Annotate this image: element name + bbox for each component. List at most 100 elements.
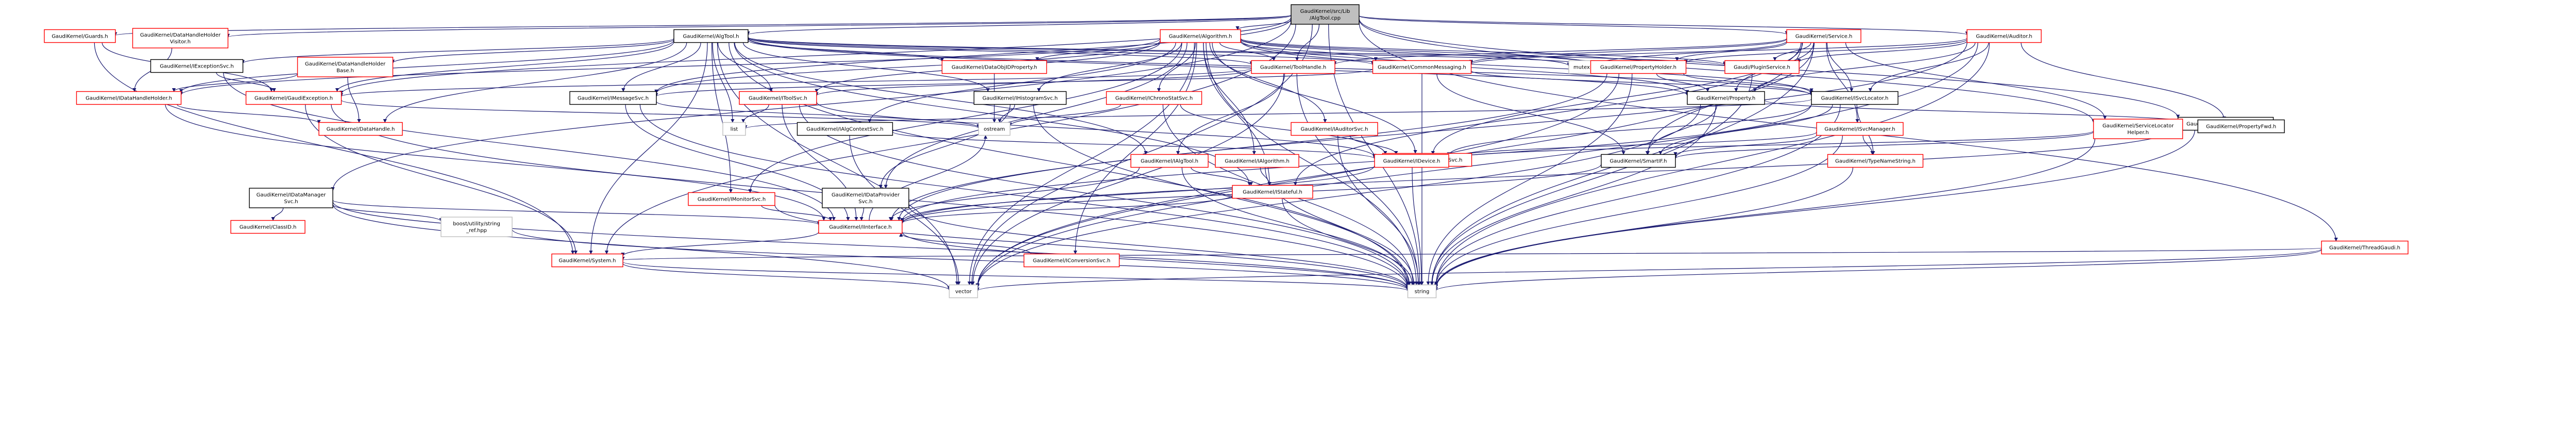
edge-istateful-to-string: [1282, 198, 1414, 286]
graph-node-iinterface[interactable]: GaudiKernel/IInterface.h: [818, 220, 903, 234]
node-label: GaudiKernel/IAlgTool.h: [1141, 159, 1198, 164]
graph-node-isystem[interactable]: GaudiKernel/System.h: [551, 253, 623, 268]
graph-node-ialgorithm[interactable]: GaudiKernel/IAlgorithm.h: [1215, 154, 1299, 168]
node-label: GaudiKernel/ThreadGaudi.h: [2329, 245, 2400, 251]
graph-node-mutex[interactable]: mutex: [1568, 60, 1595, 74]
graph-node-istateful[interactable]: GaudiKernel/IStateful.h: [1232, 185, 1313, 199]
graph-node-string[interactable]: string: [1407, 284, 1437, 299]
graph-node-ialgctx[interactable]: GaudiKernel/IAlgContextSvc.h: [796, 122, 893, 136]
edge-algtoolh-to-ihistosvc: [742, 42, 990, 92]
node-box: [1215, 154, 1299, 168]
node-label: boost/utility/string: [453, 221, 500, 227]
graph-node-algtoolh[interactable]: GaudiKernel/AlgTool.h: [673, 29, 749, 43]
graph-node-root[interactable]: GaudiKernel/src/Lib/AlgTool.cpp: [1291, 4, 1360, 25]
edge-idhh-to-datahandle: [177, 104, 321, 124]
edge-algorithmh-to-vector: [968, 42, 1195, 286]
nodes-layer: GaudiKernel/src/Lib/AlgTool.cppGaudiKern…: [44, 4, 2409, 299]
edge-prophold-to-isvclocator: [1683, 73, 1814, 92]
node-box: [1130, 154, 1209, 168]
edge-iauditorsvc-to-idevice: [1349, 135, 1398, 155]
graph-node-iauditorsvc[interactable]: GaudiKernel/IAuditorSvc.h: [1291, 122, 1378, 136]
node-box: [1291, 4, 1360, 25]
edge-algorithmh-to-toolhandle: [1219, 42, 1276, 61]
edge-idataprov-to-iinterface: [859, 207, 865, 221]
edge-algorithmh-to-iconversion: [1073, 42, 1197, 255]
node-label: GaudiKernel/DataHandle.h: [327, 127, 395, 133]
graph-node-commonmsg[interactable]: GaudiKernel/CommonMessaging.h: [1372, 60, 1472, 74]
node-label: ostream: [984, 127, 1005, 133]
graph-node-pluginsvc[interactable]: Gaudi/PluginService.h: [1724, 60, 1800, 74]
edge-toolhandle-to-ialgtool: [1176, 73, 1285, 155]
graph-node-propfwd[interactable]: GaudiKernel/PropertyFwd.h: [2197, 119, 2285, 134]
edge-toolhandle-to-itoolsvc: [815, 69, 1252, 96]
graph-node-dataobjprop[interactable]: GaudiKernel/DataObjIDProperty.h: [941, 60, 1047, 74]
graph-node-algorithmh[interactable]: GaudiKernel/Algorithm.h: [1160, 29, 1241, 43]
graph-node-prophold[interactable]: GaudiKernel/PropertyHolder.h: [1590, 60, 1687, 74]
graph-node-iclassid[interactable]: GaudiKernel/ClassID.h: [230, 220, 306, 234]
node-box: [739, 91, 817, 105]
graph-node-typename[interactable]: GaudiKernel/TypeNameString.h: [1827, 154, 1924, 168]
graph-node-idevice[interactable]: GaudiKernel/IDevice.h: [1374, 154, 1449, 168]
node-box: [2197, 119, 2285, 134]
graph-node-ostream[interactable]: ostream: [978, 122, 1011, 136]
graph-node-isvclocator[interactable]: GaudiKernel/ISvcLocator.h: [1811, 91, 1899, 105]
node-box: [978, 122, 1011, 136]
graph-node-isvcmanager[interactable]: GaudiKernel/ISvcManager.h: [1816, 122, 1904, 136]
graph-node-ialgtool[interactable]: GaudiKernel/IAlgTool.h: [1130, 154, 1209, 168]
graph-node-smartif[interactable]: GaudiKernel/SmartIF.h: [1601, 154, 1676, 168]
edge-ialgctx-to-vector: [849, 135, 961, 286]
graph-node-vector[interactable]: vector: [948, 284, 978, 299]
edge-algtoolh-to-vector: [717, 42, 959, 286]
graph-node-imonitor[interactable]: GaudiKernel/IMonitorSvc.h: [688, 192, 775, 206]
graph-node-imsgsvc[interactable]: GaudiKernel/IMessageSvc.h: [569, 91, 657, 105]
edge-idevice-to-string: [1412, 167, 1423, 286]
graph-node-toolhandle[interactable]: GaudiKernel/ToolHandle.h: [1251, 60, 1335, 74]
edge-isvclocator-to-string: [1434, 104, 1841, 286]
node-box: [1811, 91, 1899, 105]
node-label: GaudiKernel/TypeNameString.h: [1835, 159, 1916, 164]
graph-node-ichronostat[interactable]: GaudiKernel/IChronoStatSvc.h: [1106, 91, 1202, 105]
edge-algorithmh-to-prophold: [1240, 38, 1592, 64]
edge-commonmsg-to-smartif: [1436, 73, 1625, 155]
edge-idatamgr-to-boostref: [332, 204, 443, 222]
graph-node-ihistosvc[interactable]: GaudiKernel/IHistogramSvc.h: [973, 91, 1067, 105]
graph-node-iexcsvc[interactable]: GaudiKernel/IExceptionSvc.h: [150, 59, 244, 73]
graph-node-gaudiexc[interactable]: GaudiKernel/GaudiException.h: [245, 91, 342, 105]
node-label: GaudiKernel/DataHandleHolder: [305, 61, 386, 67]
edge-root-to-auditorh: [1359, 15, 1969, 36]
graph-node-idhh[interactable]: GaudiKernel/IDataHandleHolder.h: [76, 91, 182, 105]
node-label: Svc.h: [858, 199, 872, 205]
edge-algorithmh-to-iauditorsvc: [1209, 42, 1327, 123]
graph-node-list[interactable]: list: [722, 122, 746, 136]
graph-node-guards[interactable]: GaudiKernel/Guards.h: [44, 29, 116, 43]
node-label: mutex: [1573, 65, 1590, 71]
node-label: vector: [955, 289, 972, 295]
node-label: GaudiKernel/Algorithm.h: [1169, 34, 1232, 40]
node-box: [2321, 240, 2409, 255]
node-label: GaudiKernel/IStateful.h: [1243, 190, 1302, 195]
edge-prophold-to-iinterface: [890, 73, 1607, 221]
graph-node-itoolsvc[interactable]: GaudiKernel/IToolSvc.h: [739, 91, 817, 105]
node-box: [297, 57, 394, 77]
graph-node-boostref[interactable]: boost/utility/string_ref.hpp: [440, 217, 513, 237]
edge-auditorh-to-string: [1434, 42, 1990, 286]
node-box: [76, 91, 182, 105]
edges-layer: [94, 14, 2338, 291]
node-box: [569, 91, 657, 105]
graph-node-threadgaudi[interactable]: GaudiKernel/ThreadGaudi.h: [2321, 240, 2409, 255]
node-box: [1786, 29, 1861, 43]
graph-node-datahandle[interactable]: GaudiKernel/DataHandle.h: [318, 122, 403, 136]
graph-node-auditorh[interactable]: GaudiKernel/Auditor.h: [1967, 29, 2042, 43]
node-box: [1291, 122, 1378, 136]
graph-node-property[interactable]: GaudiKernel/Property.h: [1687, 91, 1765, 105]
graph-node-serviceh[interactable]: GaudiKernel/Service.h: [1786, 29, 1861, 43]
node-label: GaudiKernel/Auditor.h: [1976, 34, 2032, 40]
graph-node-iconversion[interactable]: GaudiKernel/IConversionSvc.h: [1023, 253, 1120, 268]
edge-serviceh-to-prophold: [1675, 42, 1787, 61]
edge-isvcmanager-to-typename: [1862, 135, 1874, 155]
